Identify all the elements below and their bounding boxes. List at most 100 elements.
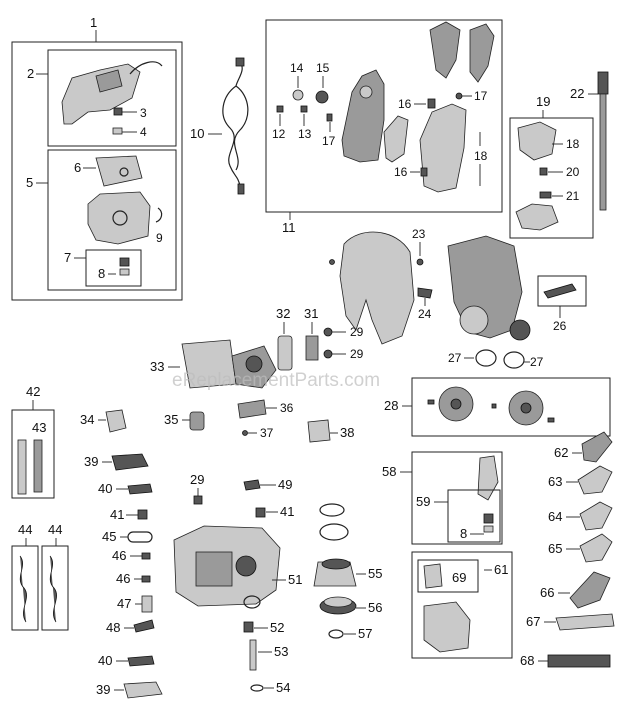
callout-43: 43 bbox=[32, 420, 46, 435]
callout-59: 59 bbox=[416, 494, 430, 509]
group-1-tank-assembly: 1 2 3 4 5 6 9 7 8 bbox=[11, 15, 183, 301]
tank-handle-part bbox=[95, 69, 123, 93]
callout-29: 29 bbox=[350, 325, 364, 339]
callout-51: 51 bbox=[288, 572, 302, 587]
callout-16: 16 bbox=[398, 97, 412, 111]
parts-34-38: 34 35 36 37 38 bbox=[80, 399, 354, 443]
part-8-shape bbox=[119, 257, 130, 267]
box-group-1 bbox=[11, 41, 183, 301]
callout-46-b: 46 bbox=[116, 571, 130, 586]
parts-55-57: 55 56 57 bbox=[313, 503, 382, 641]
callout-22: 22 bbox=[570, 86, 584, 101]
crevice-tool-part bbox=[547, 654, 611, 668]
callout-47: 47 bbox=[117, 596, 131, 611]
part-6-shape bbox=[95, 155, 143, 187]
callout-23: 23 bbox=[412, 227, 426, 241]
callout-4: 4 bbox=[140, 125, 147, 139]
callout-56: 56 bbox=[368, 600, 382, 615]
callout-38: 38 bbox=[340, 425, 354, 440]
callout-36: 36 bbox=[280, 401, 294, 415]
callout-67: 67 bbox=[526, 614, 540, 629]
callout-57: 57 bbox=[358, 626, 372, 641]
callout-3: 3 bbox=[140, 106, 147, 120]
callout-8-b: 8 bbox=[460, 526, 467, 541]
grip-right-part bbox=[469, 23, 495, 83]
callout-62: 62 bbox=[554, 445, 568, 460]
foot-cover-part bbox=[339, 231, 415, 345]
box-group-5 bbox=[47, 149, 177, 291]
power-cord-shape bbox=[222, 61, 243, 187]
box-group-11 bbox=[265, 19, 503, 213]
callout-40-b: 40 bbox=[98, 653, 112, 668]
callout-26: 26 bbox=[553, 319, 567, 333]
group-11-handle: 11 14 15 12 13 17 16 17 18 16 bbox=[265, 19, 503, 235]
callout-69: 69 bbox=[452, 570, 466, 585]
callout-27: 27 bbox=[448, 351, 462, 365]
callout-20: 20 bbox=[566, 165, 580, 179]
callout-46: 46 bbox=[112, 548, 126, 563]
pump-assembly: 32 31 29 29 33 bbox=[150, 306, 364, 389]
callout-64: 64 bbox=[548, 509, 562, 524]
callout-40: 40 bbox=[98, 481, 112, 496]
callout-19: 19 bbox=[536, 94, 550, 109]
callout-39-b: 39 bbox=[96, 682, 110, 697]
callout-48: 48 bbox=[106, 620, 120, 635]
callout-33: 33 bbox=[150, 359, 164, 374]
callout-66: 66 bbox=[540, 585, 554, 600]
callout-16-b: 16 bbox=[394, 165, 408, 179]
tank-hose-part bbox=[129, 61, 163, 75]
rear-shell-part bbox=[419, 103, 467, 193]
callout-17: 17 bbox=[322, 134, 336, 148]
callout-63: 63 bbox=[548, 474, 562, 489]
callout-12: 12 bbox=[272, 127, 286, 141]
callout-52: 52 bbox=[270, 620, 284, 635]
box-part-26 bbox=[537, 275, 587, 307]
callout-29-c: 29 bbox=[190, 472, 204, 487]
callout-53: 53 bbox=[274, 644, 288, 659]
callout-45: 45 bbox=[102, 529, 116, 544]
callout-49: 49 bbox=[278, 477, 292, 492]
callout-32: 32 bbox=[276, 306, 290, 321]
group-61-tool: 61 69 bbox=[411, 551, 513, 659]
callout-1: 1 bbox=[90, 15, 97, 30]
callout-10: 10 bbox=[190, 126, 204, 141]
handle-panel-part bbox=[383, 115, 409, 163]
callout-24: 24 bbox=[418, 307, 432, 321]
callout-9: 9 bbox=[156, 231, 163, 245]
callout-44: 44 bbox=[18, 522, 32, 537]
callout-8: 8 bbox=[98, 266, 105, 281]
parts-39-48: 39 40 41 45 46 46 47 48 40 39 bbox=[84, 453, 163, 699]
callout-55: 55 bbox=[368, 566, 382, 581]
callout-27-b: 27 bbox=[530, 355, 544, 369]
callout-15: 15 bbox=[316, 61, 330, 75]
callout-42: 42 bbox=[26, 384, 40, 399]
part-10-cord: 10 bbox=[190, 57, 249, 195]
callout-7: 7 bbox=[64, 250, 71, 265]
box-group-19 bbox=[509, 117, 594, 239]
callout-5: 5 bbox=[26, 175, 33, 190]
callout-39: 39 bbox=[84, 454, 98, 469]
callout-37: 37 bbox=[260, 426, 274, 440]
box-group-7 bbox=[85, 249, 142, 287]
tank-lid-part bbox=[61, 63, 141, 125]
group-58-tool: 58 59 8 bbox=[382, 451, 503, 545]
callout-41-b: 41 bbox=[280, 504, 294, 519]
part-3-shape bbox=[113, 107, 123, 116]
tube-shape bbox=[599, 93, 607, 211]
part-28-wheels: 28 bbox=[384, 377, 611, 437]
callout-28: 28 bbox=[384, 398, 398, 413]
callout-2: 2 bbox=[27, 66, 34, 81]
callout-35: 35 bbox=[164, 412, 178, 427]
callout-29-b: 29 bbox=[350, 347, 364, 361]
callout-17-b: 17 bbox=[474, 89, 488, 103]
center-base-parts: 29 49 41 51 52 53 54 bbox=[173, 472, 302, 695]
part-22-tube: 22 bbox=[570, 71, 609, 211]
parts-42-44: 42 43 44 44 bbox=[11, 384, 69, 631]
callout-13: 13 bbox=[298, 127, 312, 141]
callout-6: 6 bbox=[74, 160, 81, 175]
callout-58: 58 bbox=[382, 464, 396, 479]
attachments-62-68: 62 63 64 65 66 67 68 bbox=[520, 431, 615, 668]
callout-31: 31 bbox=[304, 306, 318, 321]
box-part-28 bbox=[411, 377, 611, 437]
